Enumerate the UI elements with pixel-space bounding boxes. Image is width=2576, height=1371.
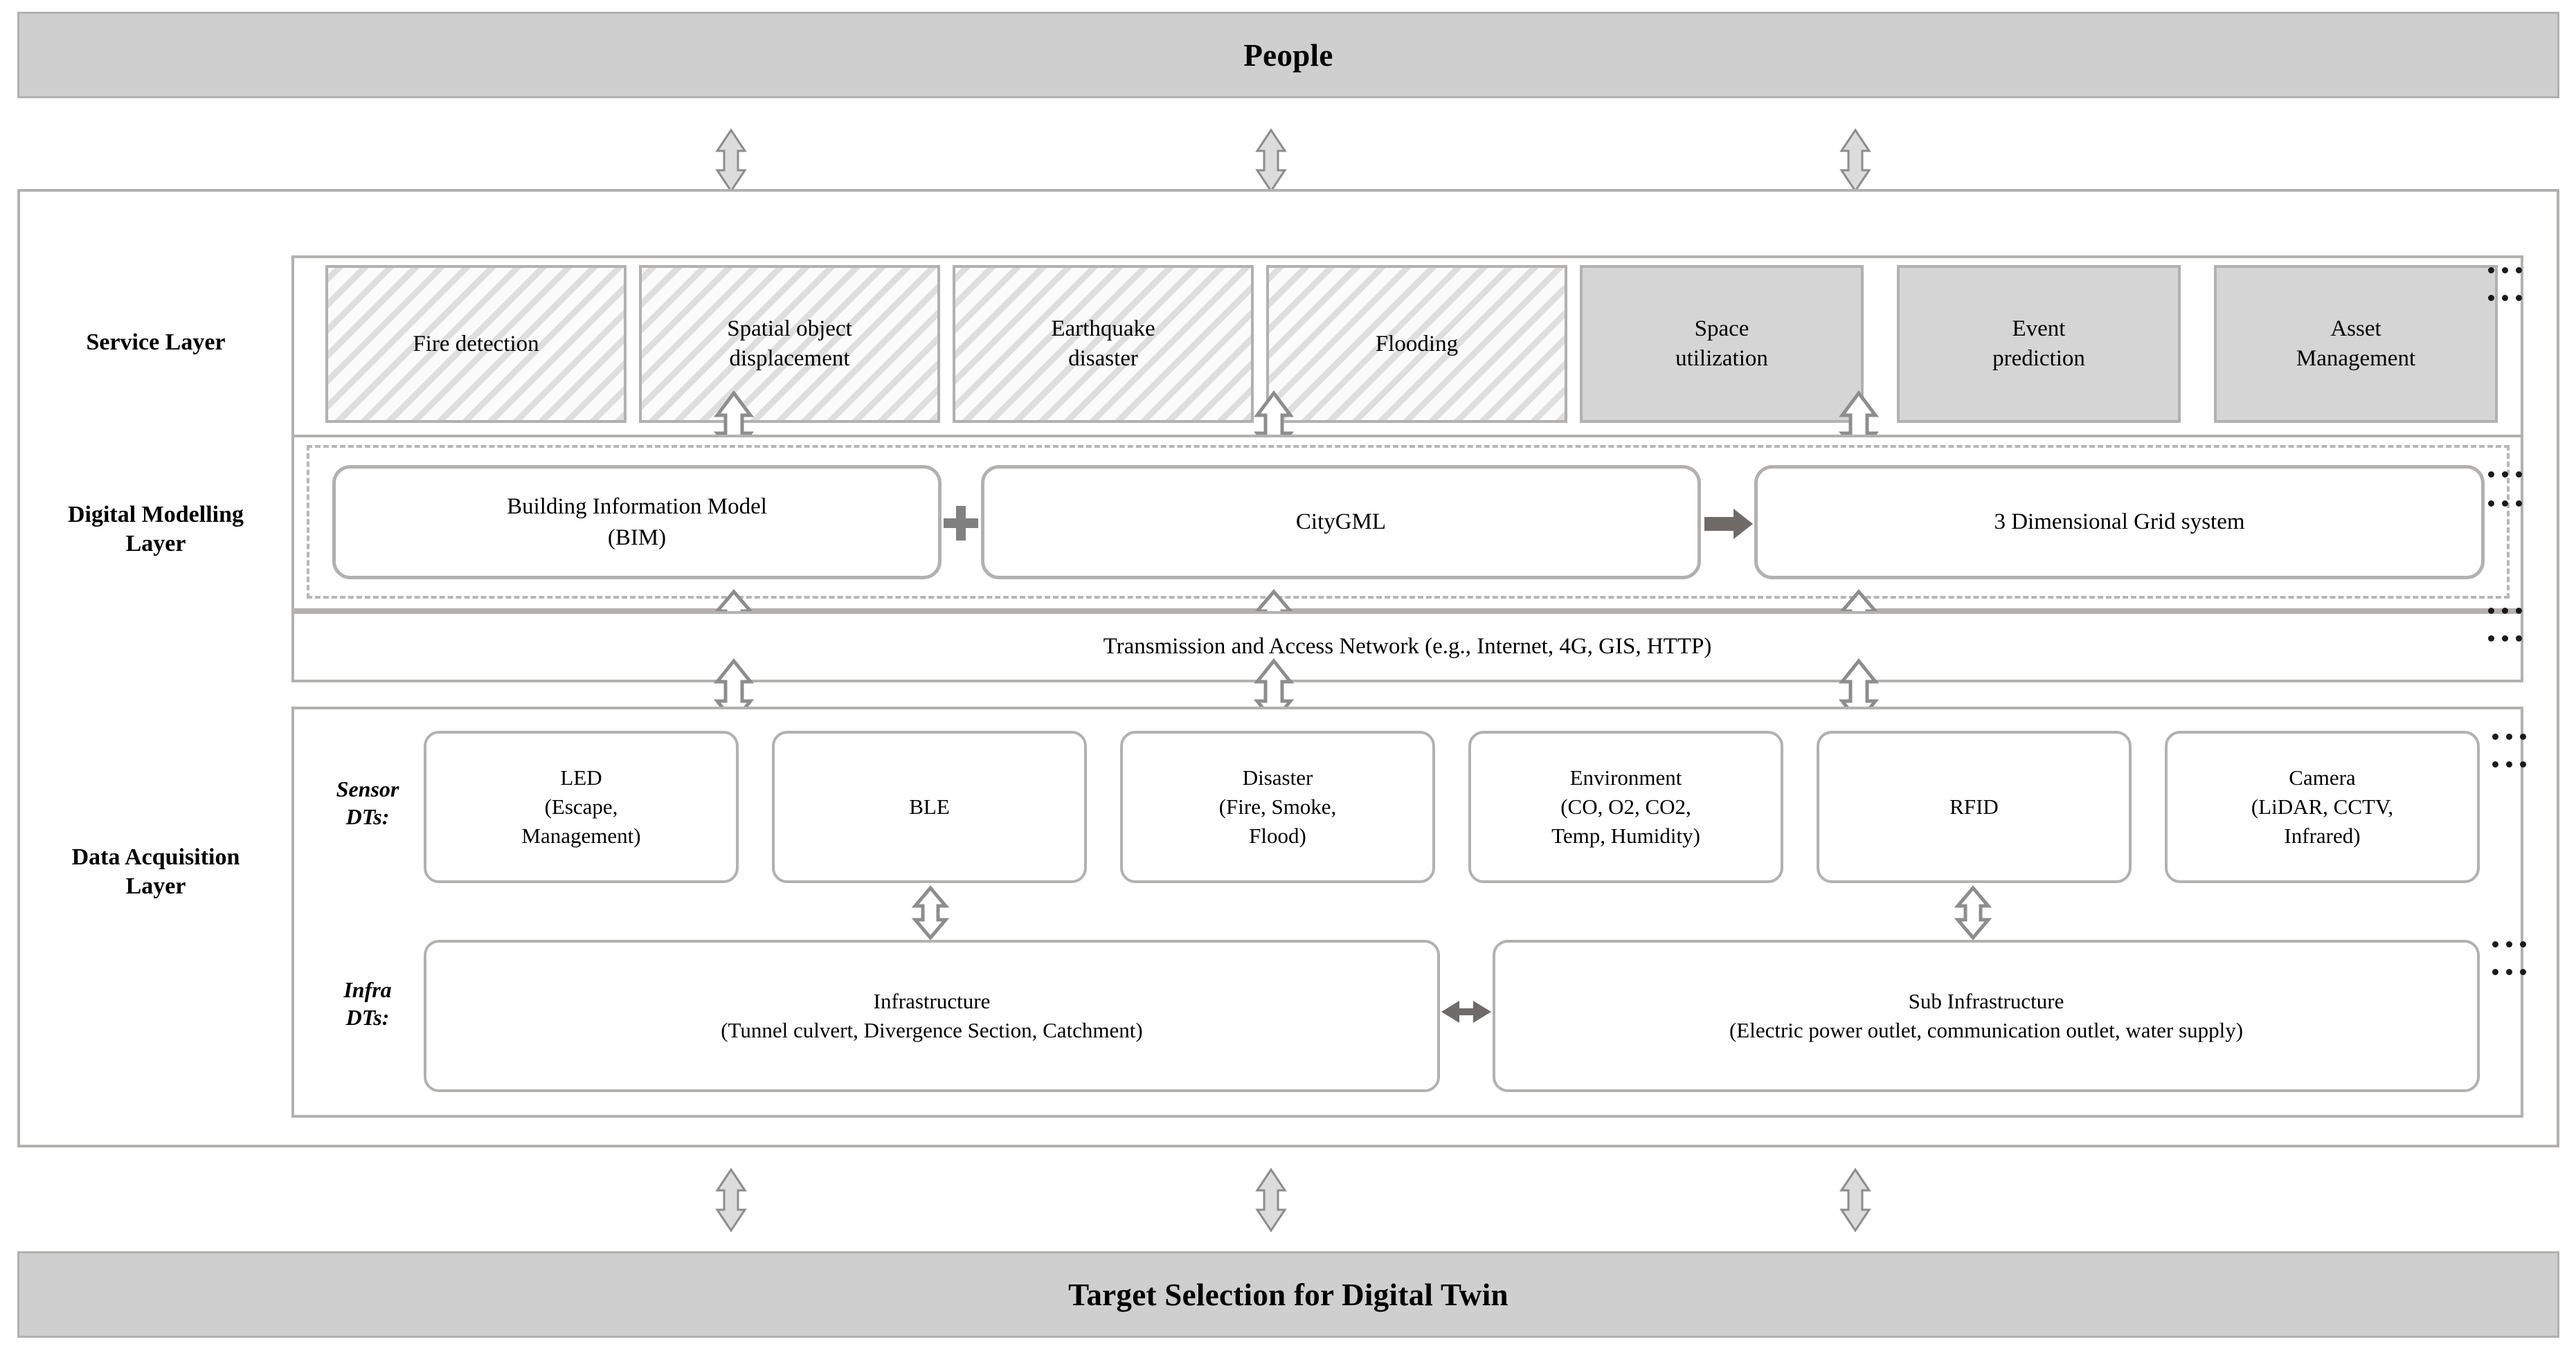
sensor-box-rfid[interactable]: RFID: [1817, 731, 2132, 883]
network-layer-panel: [291, 611, 2523, 682]
network-layer-label: Transmission and Access Network (e.g., I…: [1103, 634, 1712, 659]
sensor-box-ble[interactable]: BLE: [772, 731, 1087, 883]
modelling-box-label: Building Information Model (BIM): [507, 493, 767, 550]
sensor-box-label: Camera (LiDAR, CCTV, Infrared): [2251, 765, 2394, 848]
layer-label-acquisition: Data Acquisition Layer: [71, 844, 240, 900]
people-band: People: [17, 12, 2559, 98]
modelling-box-label: 3 Dimensional Grid system: [1994, 509, 2245, 535]
plus-icon: [944, 506, 978, 541]
service-box-label: Space utilization: [1675, 316, 1768, 371]
target-selection-label: Target Selection for Digital Twin: [1068, 1277, 1508, 1312]
acquisition-infra-overflow-dots-2: [2492, 969, 2526, 975]
service-box-space-utilization[interactable]: Space utilization: [1580, 265, 1864, 423]
infra-box-label: Infrastructure (Tunnel culvert, Divergen…: [721, 989, 1143, 1042]
service-box-flooding[interactable]: Flooding: [1266, 265, 1567, 423]
service-layer-overflow-dots-2: [2488, 295, 2522, 301]
acquisition-infra-overflow-dots-1: [2492, 941, 2526, 947]
sensor-box-label: LED (Escape, Management): [521, 765, 641, 848]
service-box-event-prediction[interactable]: Event prediction: [1897, 265, 2181, 423]
service-box-label: Asset Management: [2296, 316, 2416, 371]
infra-bidirectional-arrow-icon: [1441, 1001, 1491, 1023]
infra-box-label: Sub Infrastructure (Electric power outle…: [1729, 989, 2244, 1042]
service-box-asset-management[interactable]: Asset Management: [2214, 265, 2498, 423]
modelling-box-label: CityGML: [1295, 509, 1387, 535]
sensor-box-environment[interactable]: Environment (CO, O2, CO2, Temp, Humidity…: [1468, 731, 1783, 883]
service-box-spatial-object-displacement[interactable]: Spatial object displacement: [639, 265, 940, 423]
sensor-box-label: Disaster (Fire, Smoke, Flood): [1218, 765, 1337, 848]
service-box-label: Spatial object displacement: [727, 316, 852, 371]
sensor-box-camera[interactable]: Camera (LiDAR, CCTV, Infrared): [2165, 731, 2480, 883]
sensor-box-disaster[interactable]: Disaster (Fire, Smoke, Flood): [1120, 731, 1435, 883]
layer-label-service: Service Layer: [86, 329, 226, 355]
target-connector-arrows: [715, 1168, 1871, 1233]
service-box-fire-detection[interactable]: Fire detection: [325, 265, 627, 423]
service-box-label: Flooding: [1375, 331, 1459, 356]
sensor-to-infra-arrows: [911, 885, 1992, 941]
target-selection-band: Target Selection for Digital Twin: [17, 1251, 2559, 1338]
modelling-layer-dashed-group: [307, 445, 2510, 599]
sensor-box-label: BLE: [909, 795, 950, 819]
infra-dts-group-label: Infra DTs:: [343, 977, 392, 1030]
sensor-box-label: Environment (CO, O2, CO2, Temp, Humidity…: [1551, 765, 1700, 848]
network-layer-overflow-dots-2: [2488, 635, 2522, 642]
service-box-label: Fire detection: [413, 331, 539, 356]
modelling-flow-arrow-icon: [1704, 509, 1753, 539]
modelling-box-citygml[interactable]: CityGML: [981, 465, 1701, 579]
modelling-layer-overflow-dots-2: [2488, 500, 2522, 507]
service-layer-overflow-dots-1: [2488, 267, 2522, 273]
acquisition-sensor-overflow-dots-1: [2492, 734, 2526, 740]
service-box-earthquake-disaster[interactable]: Earthquake disaster: [953, 265, 1254, 423]
acquisition-sensor-overflow-dots-2: [2492, 761, 2526, 768]
infra-box-infrastructure[interactable]: Infrastructure (Tunnel culvert, Divergen…: [424, 940, 1440, 1092]
network-layer-overflow-dots-1: [2488, 608, 2522, 614]
people-connector-arrows: [715, 128, 1871, 193]
sensor-box-led[interactable]: LED (Escape, Management): [424, 731, 739, 883]
modelling-layer-overflow-dots-1: [2488, 471, 2522, 478]
people-label: People: [1243, 37, 1333, 73]
service-box-label: Event prediction: [1992, 316, 2085, 371]
sensor-box-label: RFID: [1949, 795, 1999, 819]
modelling-box-bim[interactable]: Building Information Model (BIM): [332, 465, 942, 579]
sensor-dts-group-label: Sensor DTs:: [336, 777, 399, 829]
modelling-box-3d-grid-system[interactable]: 3 Dimensional Grid system: [1754, 465, 2485, 579]
infra-box-sub-infrastructure[interactable]: Sub Infrastructure (Electric power outle…: [1493, 940, 2480, 1092]
service-box-label: Earthquake disaster: [1051, 316, 1155, 371]
layer-label-modelling: Digital Modelling Layer: [67, 501, 244, 557]
